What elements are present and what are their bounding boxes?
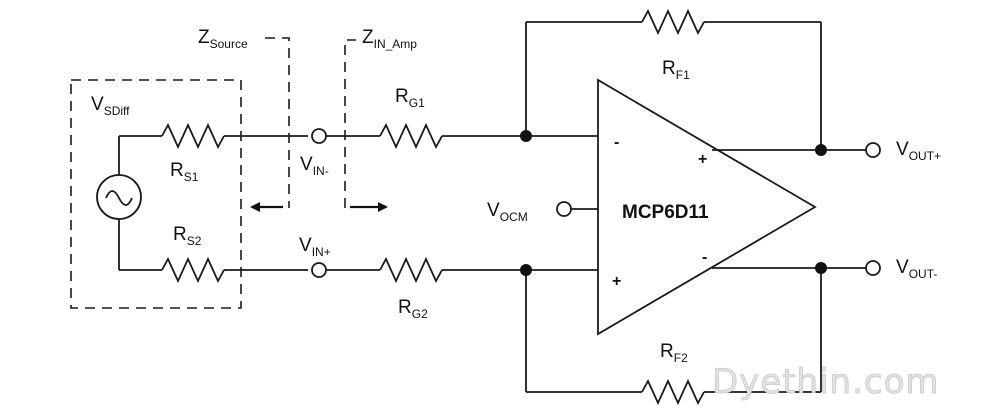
label-r-f2: RF2 (660, 341, 688, 365)
amplifier-name: MCP6D11 (622, 202, 709, 223)
amp-output-minus-sign: - (702, 249, 707, 266)
label-z-in-amp: ZIN_Amp (362, 27, 417, 51)
v-in-minus-terminal (311, 128, 327, 144)
resistor-rs2 (161, 256, 225, 284)
junction-dot (520, 264, 532, 276)
resistor-rf2 (641, 378, 705, 406)
label-v-sdiff: VSDiff (91, 94, 130, 118)
z-in-amp-boundary (344, 39, 356, 208)
label-r-g1: RG1 (395, 86, 425, 110)
z-source-boundary (265, 37, 290, 208)
amplifier-triangle (597, 78, 817, 336)
junction-dot (815, 144, 827, 156)
v-out-minus-terminal (865, 260, 881, 276)
resistor-rf1 (641, 8, 705, 36)
source-box (70, 79, 242, 309)
junction-dot (815, 262, 827, 274)
label-v-in-plus: VIN+ (299, 235, 331, 259)
v-out-plus-terminal (865, 142, 881, 158)
label-r-f1: RF1 (662, 58, 690, 82)
resistor-rg2 (379, 256, 443, 284)
amp-input-plus-sign: + (612, 273, 621, 290)
amp-input-minus-sign: - (614, 134, 619, 151)
label-r-s2: RS2 (173, 224, 202, 248)
v-ocm-terminal (556, 201, 572, 217)
label-v-out-plus: VOUT+ (896, 139, 941, 163)
resistor-rs1 (161, 122, 225, 150)
v-in-plus-terminal (311, 262, 327, 278)
amp-output-plus-sign: + (698, 151, 707, 168)
label-r-s1: RS1 (170, 160, 199, 184)
label-r-g2: RG2 (398, 297, 428, 321)
watermark: Dyethin.com (712, 362, 940, 402)
junction-dot (520, 130, 532, 142)
label-v-ocm: VOCM (487, 200, 528, 224)
resistor-rg1 (379, 122, 443, 150)
sine-icon (105, 190, 133, 206)
label-v-in-minus: VIN- (300, 154, 329, 178)
label-z-source: ZSource (198, 27, 248, 51)
label-v-out-minus: VOUT- (896, 257, 937, 281)
